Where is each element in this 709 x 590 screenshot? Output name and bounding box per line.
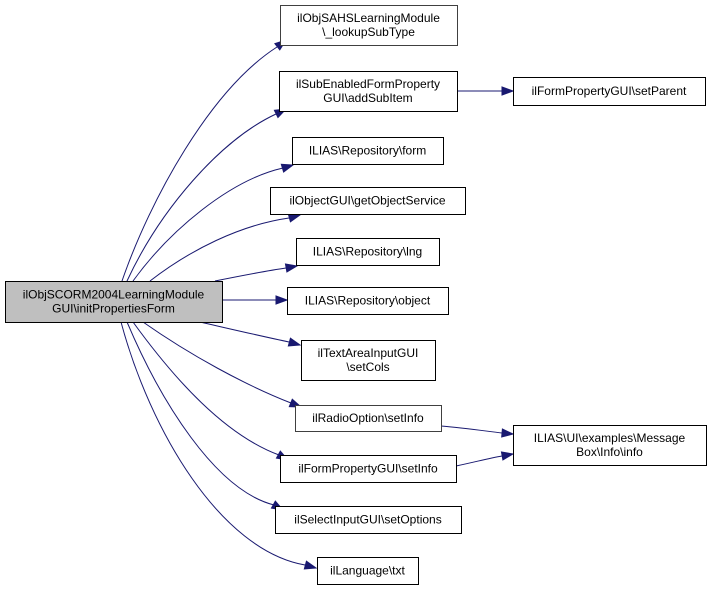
edge-n10-n13 [455, 451, 515, 467]
edge-line [120, 321, 306, 566]
arrowhead-icon [501, 86, 515, 96]
edge-root-n4 [132, 163, 295, 282]
edge-line [149, 217, 290, 282]
function-node[interactable]: ilFormPropertyGUI\setInfo [280, 455, 457, 483]
arrowhead-icon [501, 428, 515, 438]
edge-root-n2 [126, 108, 288, 282]
node-label: Box\Info\info [576, 445, 643, 459]
edge-line [121, 46, 278, 282]
edge-root-n7 [222, 295, 289, 305]
node-box [301, 340, 436, 381]
function-node[interactable]: ilObjectGUI\getObjectService [270, 187, 466, 215]
edge-line [455, 455, 503, 467]
nodes-layer: ilObjSCORM2004LearningModuleGUI\initProp… [5, 5, 707, 585]
node-label: ilFormPropertyGUI\setParent [532, 84, 687, 98]
node-label: ILIAS\Repository\object [305, 294, 431, 308]
edge-root-n6 [214, 263, 299, 282]
node-label: ilObjectGUI\getObjectService [289, 194, 445, 208]
arrowhead-icon [284, 263, 299, 273]
node-label: ILIAS\Repository\lng [313, 245, 422, 259]
node-label: ilLanguage\txt [330, 564, 405, 578]
node-box [296, 238, 440, 266]
function-node[interactable]: ILIAS\Repository\object [287, 287, 449, 315]
edge-line [214, 267, 287, 282]
node-box [279, 71, 458, 112]
edge-line [132, 321, 280, 456]
edge-line [440, 425, 503, 434]
node-box [295, 405, 442, 432]
edge-line [132, 167, 284, 282]
edge-root-n12 [120, 321, 318, 570]
edge-root-n8 [199, 321, 302, 347]
function-node[interactable]: ILIAS\Repository\lng [296, 238, 440, 266]
node-label: ILIAS\UI\examples\Message [534, 431, 686, 445]
node-box [5, 281, 223, 323]
function-node[interactable]: ilSelectInputGUI\setOptions [275, 506, 462, 534]
node-box [292, 137, 444, 165]
node-label: ilObjSCORM2004LearningModule [23, 288, 205, 302]
node-box [317, 557, 419, 585]
root-node[interactable]: ilObjSCORM2004LearningModuleGUI\initProp… [5, 281, 223, 323]
node-label: \setCols [346, 360, 389, 374]
node-label: \_lookupSubType [322, 25, 415, 39]
node-label: ILIAS\Repository\form [309, 144, 426, 158]
edge-n2-n3 [457, 86, 515, 96]
function-node[interactable]: ILIAS\Repository\form [292, 137, 444, 165]
function-node[interactable]: ilTextAreaInputGUI\setCols [301, 340, 436, 381]
node-label: ilObjSAHSLearningModule [297, 11, 440, 25]
function-node[interactable]: ilRadioOption\setInfo [295, 405, 442, 432]
node-label: GUI\addSubItem [323, 91, 412, 105]
function-node[interactable]: ilObjSAHSLearningModule\_lookupSubType [280, 5, 458, 46]
edge-n9-n13 [440, 425, 515, 438]
edge-line [126, 113, 277, 282]
node-box [270, 187, 466, 215]
node-label: ilSelectInputGUI\setOptions [294, 513, 441, 527]
arrowhead-icon [303, 560, 318, 570]
function-node[interactable]: ilFormPropertyGUI\setParent [513, 77, 706, 106]
node-label: ilSubEnabledFormProperty [296, 77, 440, 91]
node-box [280, 5, 458, 46]
node-box [513, 77, 706, 106]
node-box [275, 506, 462, 534]
edge-line [142, 321, 292, 404]
arrowhead-icon [275, 295, 289, 305]
function-node[interactable]: ilLanguage\txt [317, 557, 419, 585]
edge-line [199, 321, 290, 343]
arrowhead-icon [287, 213, 302, 223]
edge-root-n11 [126, 321, 285, 511]
node-label: GUI\initPropertiesForm [52, 302, 175, 316]
node-label: ilTextAreaInputGUI [318, 346, 419, 360]
node-label: ilFormPropertyGUI\setInfo [298, 462, 438, 476]
arrowhead-icon [500, 451, 515, 461]
node-label: ilRadioOption\setInfo [312, 411, 424, 425]
arrowhead-icon [287, 337, 302, 347]
node-box [280, 455, 457, 483]
arrowhead-icon [280, 163, 295, 173]
edge-line [126, 321, 275, 506]
node-box [513, 425, 707, 466]
edge-root-n10 [132, 321, 290, 461]
edge-root-n5 [149, 213, 302, 282]
node-box [287, 287, 449, 315]
